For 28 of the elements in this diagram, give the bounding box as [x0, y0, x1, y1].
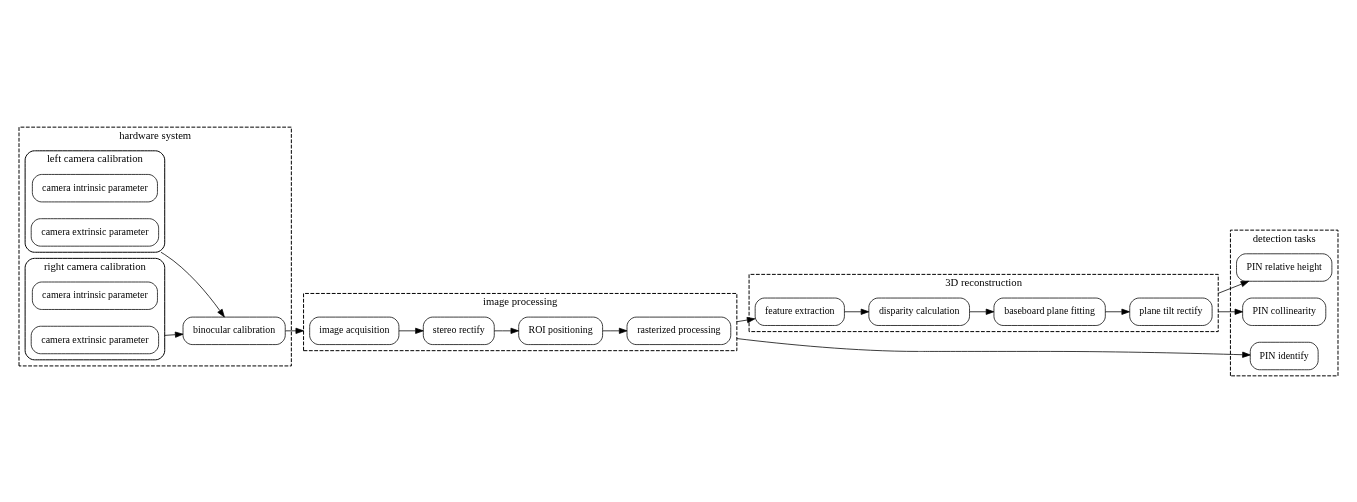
node-box: PIN relative height [1236, 252, 1333, 282]
arrow [494, 327, 519, 334]
arrow [969, 308, 995, 315]
node-box: camera intrinsic parameter [32, 281, 158, 310]
arrow [1217, 308, 1243, 315]
node-box: PIN identify [1249, 341, 1319, 370]
node-box: stereo rectify [422, 316, 495, 345]
arrow [398, 327, 424, 334]
arrow [1217, 280, 1250, 294]
arrow [164, 331, 184, 338]
node-box: camera extrinsic parameter [30, 217, 159, 247]
arrow [844, 308, 870, 315]
node-box: feature extraction [754, 297, 845, 326]
node-box: PIN collinearity [1242, 297, 1327, 326]
node-box: rasterized processing [626, 316, 732, 345]
node-box: binocular calibration [182, 316, 286, 345]
node-box: camera intrinsic parameter [32, 173, 158, 202]
node-box: baseboard plane fitting [993, 297, 1106, 326]
arrow [736, 337, 1251, 358]
node-box: ROI positioning [518, 316, 603, 345]
arrow [160, 251, 225, 317]
node-box: disparity calculation [868, 297, 970, 326]
arrow [602, 327, 628, 334]
arrow [1105, 308, 1130, 315]
node-box: image acquisition [309, 316, 400, 345]
arrow [736, 316, 756, 323]
node-box: plane tilt rectify [1129, 297, 1213, 326]
node-box: camera extrinsic parameter [30, 325, 159, 354]
